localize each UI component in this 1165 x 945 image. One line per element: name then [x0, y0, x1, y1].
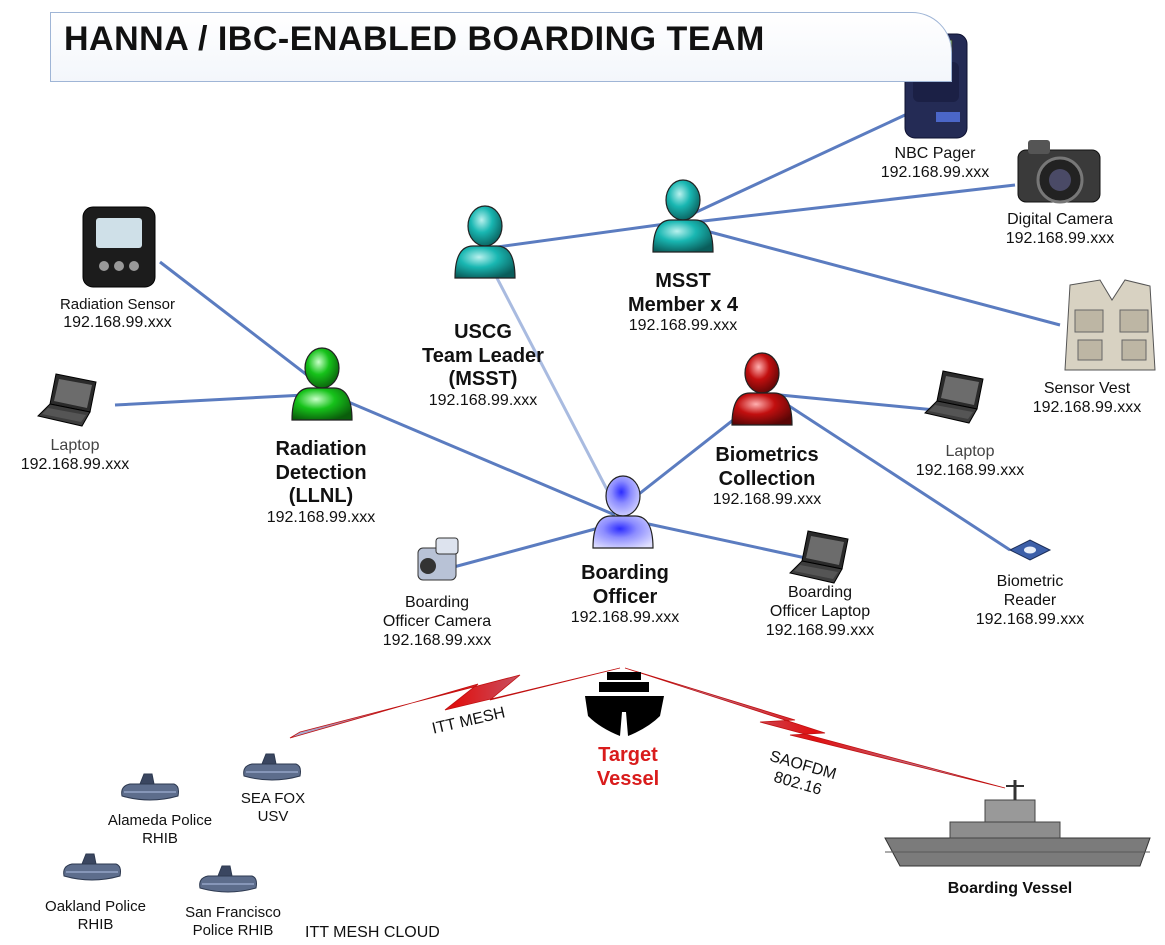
boarding-vessel-label: Boarding Vessel: [947, 880, 1073, 897]
link-biometrics-laptop: [779, 393, 936, 412]
link-bo-laptop: [629, 518, 816, 562]
msst-person-icon: [652, 179, 714, 253]
link-radiation-sensor: [159, 260, 321, 387]
radiation-ip: 192.168.99.xxx: [266, 508, 376, 526]
video-camera-icon: [417, 537, 459, 581]
mesh-cloud-label: ITT MESH CLOUD: [305, 924, 440, 941]
boarding-officer-ip: 192.168.99.xxx: [570, 609, 680, 627]
bo-camera-label: Boarding Officer Camera 192.168.99.xxx: [382, 594, 492, 649]
biometrics-ip: 192.168.99.xxx: [712, 491, 822, 509]
saofdm-bolt: [624, 667, 1006, 789]
sensor-vest-icon: [1064, 279, 1156, 371]
target-vessel-label: Target Vessel: [596, 744, 660, 790]
link-teamleader-msst: [489, 220, 681, 250]
laptop-right-icon: [924, 370, 984, 424]
boarding-officer-label: Boarding Officer 192.168.99.xxx: [545, 562, 705, 628]
biometrics-label: Biometrics Collection 192.168.99.xxx: [682, 444, 852, 510]
sensor-vest-label: Sensor Vest 192.168.99.xxx: [1032, 380, 1142, 416]
digital-camera-label: Digital Camera 192.168.99.xxx: [1005, 211, 1115, 247]
nbc-pager-label: NBC Pager 192.168.99.xxx: [880, 145, 990, 181]
sanfrancisco-label: San Francisco Police RHIB: [185, 904, 281, 939]
biometric-reader-label: Biometric Reader 192.168.99.xxx: [975, 573, 1085, 628]
digital-camera-icon: [1017, 140, 1101, 204]
ship-icon: [585, 672, 664, 736]
radiation-label: Radiation Detection (LLNL) 192.168.99.xx…: [236, 438, 406, 528]
sanfrancisco-boat-icon: [198, 865, 258, 893]
biometrics-person-icon: [731, 352, 793, 426]
laptop-right-label: Laptop 192.168.99.xxx: [915, 443, 1025, 479]
sea-fox-label: SEA FOX USV: [240, 790, 306, 825]
radiation-sensor-icon: [82, 206, 156, 288]
link-bo-radiation: [319, 388, 616, 517]
oakland-boat-icon: [62, 853, 122, 881]
network-links: [114, 113, 1061, 570]
msst-ip: 192.168.99.xxx: [628, 317, 738, 335]
link-msst-pager: [689, 113, 906, 217]
team-leader-label: USCG Team Leader (MSST) 192.168.99.xxx: [398, 321, 568, 411]
link-bo-teamleader: [483, 254, 617, 506]
link-bo-camera: [449, 523, 611, 570]
boarding-officer-person-icon: [592, 475, 654, 549]
oakland-label: Oakland Police RHIB: [45, 898, 146, 933]
link-msst-camera: [694, 183, 1016, 224]
title-banner: [50, 12, 952, 82]
alameda-boat-icon: [120, 773, 180, 801]
msst-label: MSST Member x 4 192.168.99.xxx: [603, 270, 763, 336]
itt-mesh-bolt: [289, 667, 621, 739]
radiation-person-icon: [291, 347, 353, 421]
laptop-left-label: Laptop 192.168.99.xxx: [20, 437, 130, 473]
biometric-reader-icon: [1008, 539, 1052, 561]
alameda-label: Alameda Police RHIB: [107, 812, 213, 847]
radio-links: [289, 667, 1006, 789]
laptop-left-icon: [37, 373, 97, 427]
team-leader-ip: 192.168.99.xxx: [428, 391, 538, 409]
bo-laptop-label: Boarding Officer Laptop 192.168.99.xxx: [765, 584, 875, 639]
page-title: HANNA / IBC-ENABLED BOARDING TEAM: [64, 20, 765, 58]
team-leader-person-icon: [454, 205, 516, 279]
radiation-sensor-label: Radiation Sensor 192.168.99.xxx: [59, 296, 176, 331]
link-biometrics-reader: [779, 398, 1011, 552]
link-msst-vest: [694, 226, 1061, 327]
warship-icon: [884, 780, 1151, 867]
link-radiation-laptop: [114, 393, 306, 407]
sea-fox-boat-icon: [242, 753, 302, 781]
